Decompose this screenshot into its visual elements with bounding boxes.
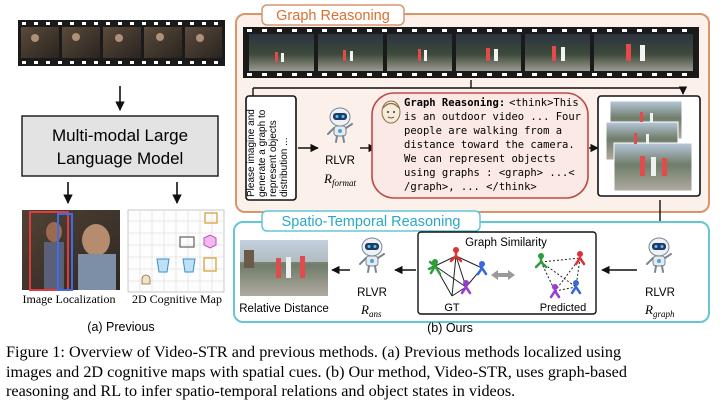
mllm-label-line1: Multi-modal Large [52, 126, 188, 145]
trash-bin-icon-2 [182, 258, 196, 273]
cognitive-map [127, 209, 225, 293]
mllm-label-line2: Language Model [57, 149, 184, 168]
caption-line-1: Figure 1: Overview of Video-STR and prev… [6, 343, 622, 361]
caption-line-3: reasoning and RL to infer spatio-tempora… [6, 382, 516, 400]
cognitive-map-label: 2D Cognitive Map [132, 292, 222, 306]
figure-caption: Figure 1: Overview of Video-STR and prev… [6, 343, 714, 402]
bubble-line-1: is an outdoor video ... Four [404, 111, 581, 123]
prompt-box [245, 95, 297, 201]
cabinet-icon [179, 236, 195, 248]
bubble-line-6: /graph>, ... </think> [404, 181, 537, 193]
chair-icon [141, 274, 151, 285]
gt-label: GT [444, 302, 460, 314]
caption-line-2: images and 2D cognitive maps with spatia… [6, 362, 627, 381]
shelf-icon [204, 212, 218, 224]
previous-filmstrip [18, 20, 225, 66]
gt-graph [427, 247, 488, 297]
thinking-person-icon [381, 100, 401, 124]
image-localization-photo [22, 210, 120, 291]
predicted-label: Predicted [540, 302, 586, 314]
previous-caption: (a) Previous [87, 320, 154, 334]
previous-panel: Multi-modal Large Language Model Image L… [18, 20, 225, 334]
st-reasoning-title: Spatio-Temporal Reasoning [282, 214, 461, 230]
ours-caption: (b) Ours [427, 321, 473, 335]
prompt-text: Please imagine and generate a graph to r… [246, 109, 290, 197]
trash-bin-icon [156, 258, 170, 273]
reasoning-bubble [371, 92, 589, 199]
graph-similarity-label: Graph Similarity [465, 237, 547, 249]
prompt-line-3: represent objects [268, 120, 279, 197]
bubble-line-0: Graph Reasoning:<think>This [404, 97, 579, 109]
rlvr-label-right: RLVR [645, 287, 675, 299]
ours-filmstrip [243, 27, 699, 78]
r-format-label: Rformat [323, 171, 356, 188]
r-graph-label: Rgraph [644, 302, 675, 319]
graph-reasoning-title-box [261, 4, 405, 26]
bubble-line-3: distance toward the camera. [404, 139, 575, 151]
image-localization-label: Image Localization [23, 292, 116, 306]
box-icon [203, 234, 217, 249]
relative-distance-photo [240, 240, 328, 296]
rlvr-label-top: RLVR [325, 155, 355, 167]
shelf-icon-2 [203, 257, 217, 272]
rlvr-label-left: RLVR [357, 287, 387, 299]
st-reasoning-title-box [261, 210, 481, 232]
bubble-line-5: using graphs : <graph> ...< [404, 167, 575, 179]
relative-distance-label: Relative Distance [239, 303, 328, 315]
graph-reasoning-title: Graph Reasoning [276, 8, 390, 24]
prompt-line-1: Please imagine and [246, 109, 257, 197]
bubble-line-4: We can represent objects [404, 153, 556, 165]
r-ans-label: Rans [360, 302, 382, 319]
mllm-box [21, 115, 219, 177]
predicted-graph [534, 251, 586, 299]
prompt-line-2: generate a graph to [257, 109, 268, 197]
prompt-line-4: distribution ... [279, 138, 290, 197]
bubble-line-2: people are walking from a [404, 125, 562, 137]
ours-panel: Graph Reasoning [233, 4, 710, 335]
compare-double-arrow [491, 270, 515, 280]
stacked-frames [597, 95, 701, 197]
